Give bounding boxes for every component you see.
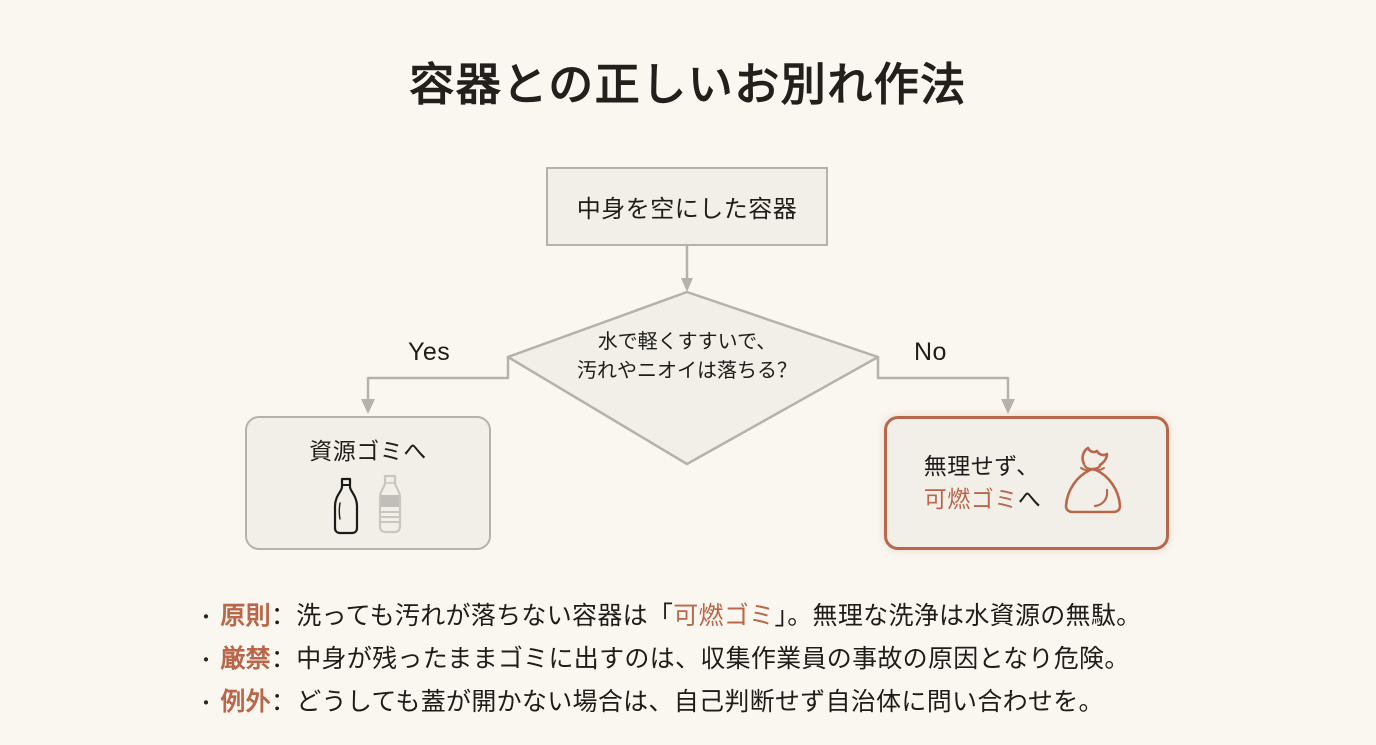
garbage-bag-icon xyxy=(1064,446,1122,514)
node-outcome-burnable[interactable]: 無理せず、 可燃ゴミへ xyxy=(884,416,1169,550)
burnable-accent: 可燃ゴミ xyxy=(923,486,1018,512)
list-item: ・ 例外 ： どうしても蓋が開かない場合は、自己判断せず自治体に問い合わせを。 xyxy=(196,682,1206,725)
page-title: 容器との正しいお別れ作法 xyxy=(409,59,967,110)
bullet-text-before: どうしても蓋が開かない場合は、自己判断せず自治体に問い合わせを。 xyxy=(296,688,1104,716)
decision-line-2: 汚れやニオイは落ちる？ xyxy=(577,360,797,382)
list-item: ・ 厳禁 ： 中身が残ったままゴミに出すのは、収集作業員の事故の原因となり危険。 xyxy=(196,639,1206,682)
branch-label-yes: Yes xyxy=(408,338,451,366)
decision-line-1: 水で軽くすすいで、 xyxy=(597,331,777,353)
glass-bottle-icon xyxy=(333,477,359,535)
node-outcome-recyclable[interactable]: 資源ゴミへ xyxy=(245,416,491,550)
bullet-marker: ・ xyxy=(196,693,217,715)
bullet-text-after: 」。無理な洗浄は水資源の無駄。 xyxy=(774,602,1142,630)
node-start-label: 中身を空にした容器 xyxy=(576,196,798,223)
arrowhead-yes xyxy=(361,399,375,414)
arrowhead-to-decision xyxy=(681,278,693,292)
arrowhead-no xyxy=(1001,399,1015,414)
burnable-line-2: 可燃ゴミへ xyxy=(924,483,1042,516)
bullet-text-before: 中身が残ったままゴミに出すのは、収集作業員の事故の原因となり危険。 xyxy=(296,645,1130,673)
bullet-key: 原則 xyxy=(220,602,271,630)
bullet-marker: ・ xyxy=(196,650,217,672)
pet-bottle-icon xyxy=(378,474,402,534)
burnable-tail: へ xyxy=(1017,486,1042,512)
node-recycle-label: 資源ゴミへ xyxy=(309,438,427,464)
notes-list: ・ 原則 ： 洗っても汚れが落ちない容器は「 可燃ゴミ 」。無理な洗浄は水資源の… xyxy=(196,596,1206,725)
node-start-empty-container[interactable]: 中身を空にした容器 xyxy=(546,167,828,246)
bullet-text-before: 洗っても汚れが落ちない容器は「 xyxy=(296,602,674,630)
branch-label-no: No xyxy=(914,338,947,366)
bullet-key: 厳禁 xyxy=(220,645,271,673)
node-decision-rinse-question[interactable]: 水で軽くすすいで、 汚れやニオイは落ちる？ xyxy=(508,322,866,392)
bullet-colon: ： xyxy=(270,645,297,673)
bullet-colon: ： xyxy=(270,602,297,630)
bullet-accent-term: 可燃ゴミ xyxy=(673,602,775,630)
bullet-key: 例外 xyxy=(220,688,271,716)
recycle-icon-row xyxy=(330,474,406,536)
bullet-marker: ・ xyxy=(196,607,217,629)
node-burnable-text: 無理せず、 可燃ゴミへ xyxy=(924,450,1042,517)
burnable-line-1: 無理せず、 xyxy=(923,452,1040,479)
bullet-colon: ： xyxy=(270,688,297,716)
list-item: ・ 原則 ： 洗っても汚れが落ちない容器は「 可燃ゴミ 」。無理な洗浄は水資源の… xyxy=(196,596,1206,639)
